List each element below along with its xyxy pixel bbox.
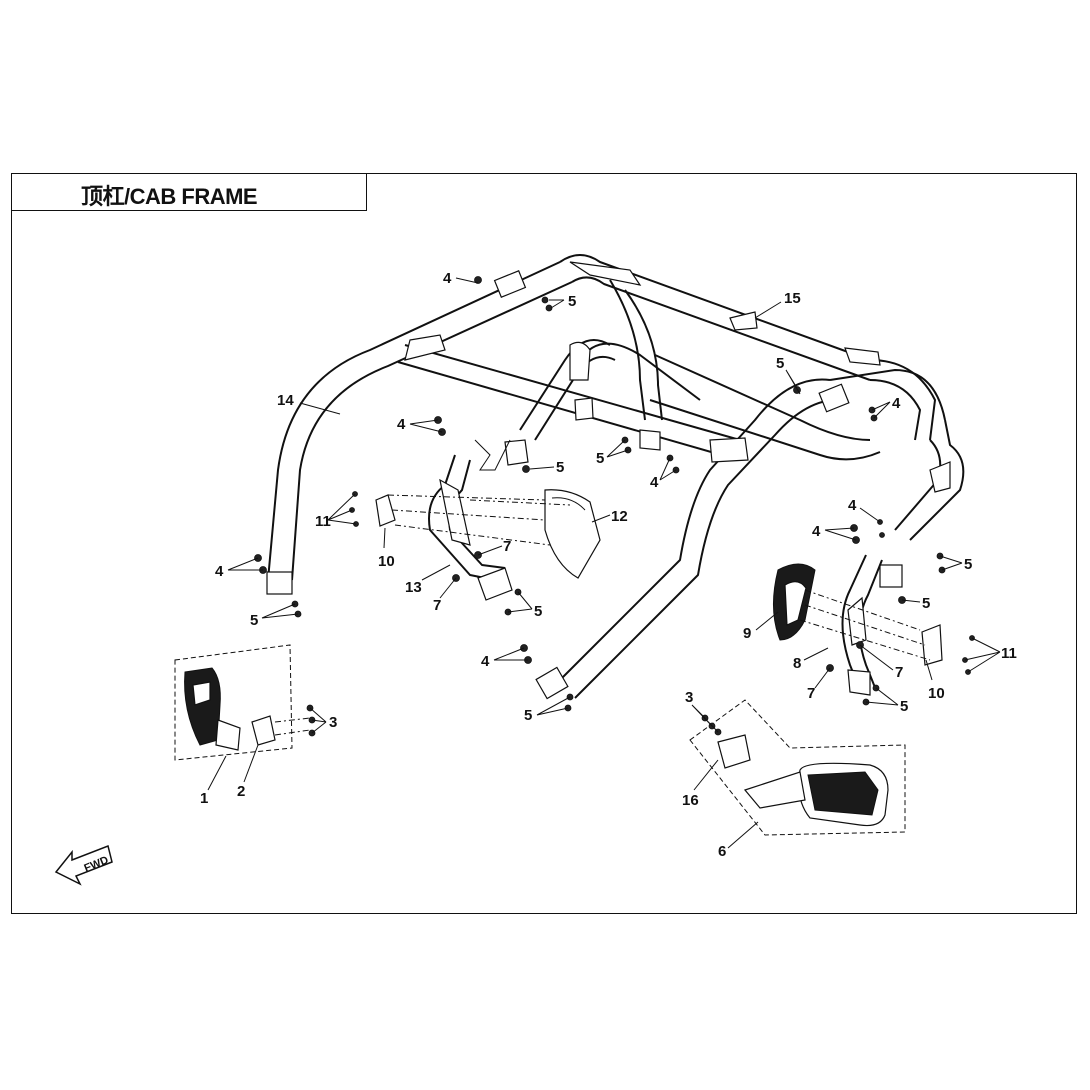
- part-label: 5: [534, 603, 542, 620]
- title-box: 顶杠/CAB FRAME: [11, 173, 367, 211]
- part-label: 5: [776, 355, 784, 372]
- left-mirror-bracket: [251, 715, 276, 746]
- part-label: 6: [718, 843, 726, 860]
- part-label: 5: [964, 556, 972, 573]
- part-label: 5: [596, 450, 604, 467]
- part-label: 5: [524, 707, 532, 724]
- part-label: 8: [793, 655, 801, 672]
- part-label: 4: [848, 497, 857, 514]
- part-label: 7: [807, 685, 815, 702]
- part-label: 13: [405, 579, 422, 596]
- part-label: 4: [892, 395, 901, 412]
- right-grab-bar: [841, 554, 883, 696]
- assembly-lines: [387, 494, 931, 661]
- right-bracket: [921, 624, 943, 666]
- part-label: 5: [900, 698, 908, 715]
- part-label: 16: [682, 792, 699, 809]
- right-top-clamp: [818, 383, 850, 413]
- part-label: 2: [237, 783, 245, 800]
- part-label: 11: [1001, 645, 1017, 662]
- part-label: 3: [685, 689, 693, 706]
- part-label: 14: [277, 392, 294, 409]
- part-label: 4: [443, 270, 452, 287]
- part-label: 5: [556, 459, 564, 476]
- left-mirror-assembly: [174, 644, 311, 761]
- part-label: 5: [250, 612, 258, 629]
- cab-frame-tubes: [266, 254, 965, 700]
- fwd-arrow: FWD: [54, 844, 113, 886]
- part-label: 7: [895, 664, 903, 681]
- left-grab-bar: [428, 439, 513, 601]
- part-label: 4: [397, 416, 406, 433]
- part-label: 4: [215, 563, 224, 580]
- right-mirror-bracket: [717, 734, 751, 769]
- right-mirror-assembly: [689, 699, 906, 836]
- part-labels: 4 5 15 14 4 5 5 4 5 4 11 10 12 7 13 7 5 …: [200, 270, 1017, 860]
- left-mirror: [184, 667, 221, 746]
- top-clamp: [493, 270, 527, 298]
- part-label: 11: [315, 513, 331, 530]
- left-bracket: [375, 494, 396, 527]
- diagram-frame: [11, 173, 1077, 914]
- part-label: 4: [812, 523, 821, 540]
- part-label: 5: [922, 595, 930, 612]
- part-label: 9: [743, 625, 751, 642]
- part-label: 4: [650, 474, 659, 491]
- part-label: 1: [200, 790, 208, 807]
- part-label: 3: [329, 714, 337, 731]
- right-rear-foot-clamp: [879, 564, 903, 588]
- part-label: 4: [481, 653, 490, 670]
- left-front-foot-clamp: [535, 666, 569, 700]
- left-rear-foot-clamp: [266, 571, 293, 595]
- part-label: 7: [503, 538, 511, 555]
- part-label: 10: [378, 553, 395, 570]
- leader-lines: [207, 277, 1001, 849]
- page-title: 顶杠/CAB FRAME: [81, 184, 258, 209]
- part-label: 12: [611, 508, 628, 525]
- part-label: 10: [928, 685, 945, 702]
- part-label: 15: [784, 290, 801, 307]
- part-label: 7: [433, 597, 441, 614]
- part-label: 5: [568, 293, 576, 310]
- left-grab-bar-cover: [544, 489, 601, 579]
